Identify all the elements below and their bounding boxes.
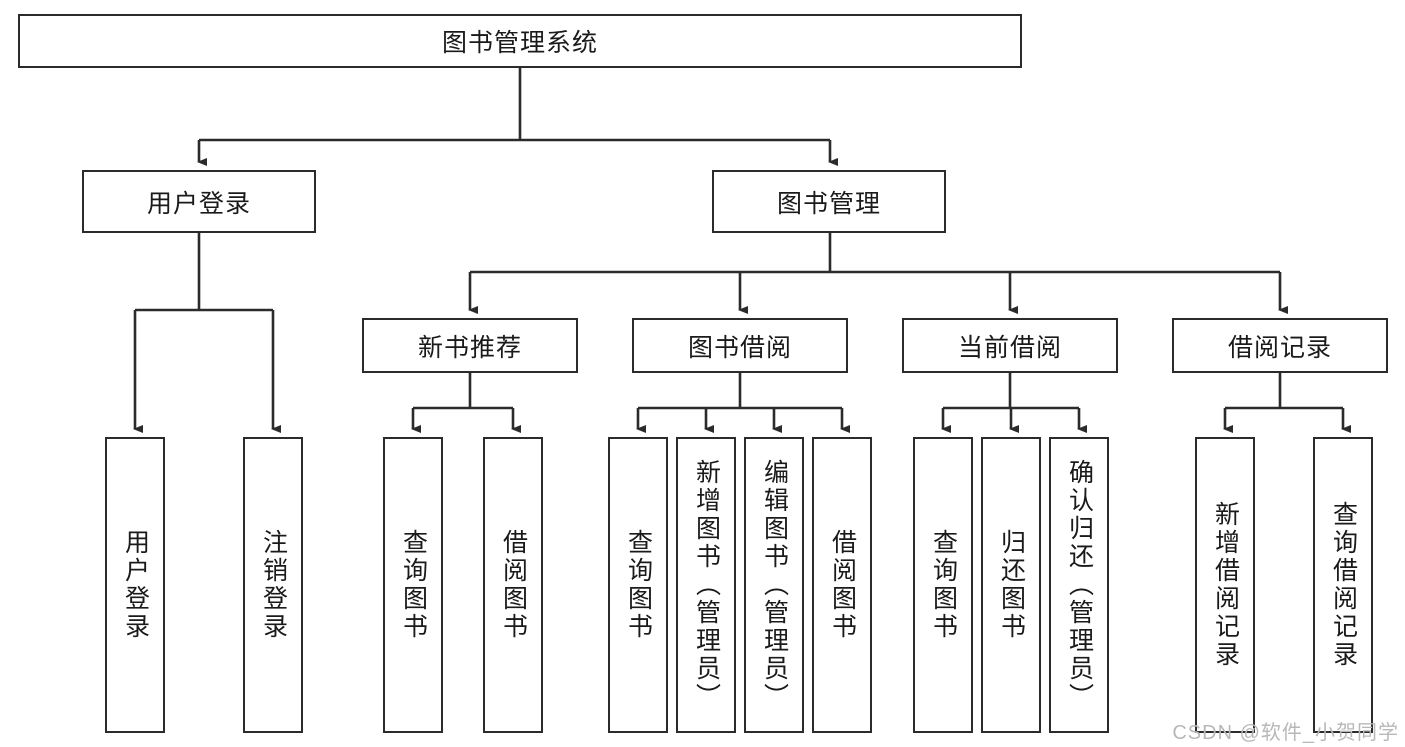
- node-leaf-query-book-3[interactable]: 查询图书: [913, 437, 973, 733]
- node-current-borrow-label: 当前借阅: [957, 333, 1062, 362]
- node-leaf-borrow-book-2[interactable]: 借阅图书: [812, 437, 872, 733]
- node-leaf-user-logout-label: 注销登录: [259, 529, 288, 641]
- node-leaf-user-logout[interactable]: 注销登录: [243, 437, 303, 733]
- node-leaf-add-book[interactable]: 新增图书（管理员）: [676, 437, 736, 733]
- node-leaf-query-record[interactable]: 查询借阅记录: [1313, 437, 1373, 733]
- node-leaf-query-book-3-label: 查询图书: [929, 529, 958, 641]
- node-leaf-query-book-1-label: 查询图书: [399, 529, 428, 641]
- node-leaf-user-login-label: 用户登录: [121, 529, 150, 641]
- node-leaf-query-book-1[interactable]: 查询图书: [383, 437, 443, 733]
- node-leaf-borrow-book-1-label: 借阅图书: [499, 529, 528, 641]
- node-borrow-record-label: 借阅记录: [1227, 333, 1332, 362]
- node-leaf-borrow-book-1[interactable]: 借阅图书: [483, 437, 543, 733]
- node-leaf-query-record-label: 查询借阅记录: [1329, 501, 1358, 669]
- node-leaf-confirm-return-label: 确认归还（管理员）: [1065, 459, 1094, 711]
- node-leaf-confirm-return[interactable]: 确认归还（管理员）: [1049, 437, 1109, 733]
- node-book-borrow-label: 图书借阅: [687, 333, 792, 362]
- node-user-login-label: 用户登录: [146, 189, 251, 218]
- node-current-borrow[interactable]: 当前借阅: [902, 318, 1118, 373]
- node-leaf-add-record-label: 新增借阅记录: [1211, 501, 1240, 669]
- node-leaf-add-book-label: 新增图书（管理员）: [692, 459, 721, 711]
- node-leaf-query-book-2[interactable]: 查询图书: [608, 437, 668, 733]
- node-root[interactable]: 图书管理系统: [18, 14, 1022, 68]
- node-new-book-rec[interactable]: 新书推荐: [362, 318, 578, 373]
- node-user-login[interactable]: 用户登录: [82, 170, 316, 233]
- node-leaf-return-book-label: 归还图书: [997, 529, 1026, 641]
- node-leaf-query-book-2-label: 查询图书: [624, 529, 653, 641]
- node-new-book-rec-label: 新书推荐: [417, 333, 522, 362]
- node-book-manage[interactable]: 图书管理: [712, 170, 946, 233]
- node-leaf-user-login[interactable]: 用户登录: [105, 437, 165, 733]
- node-leaf-borrow-book-2-label: 借阅图书: [828, 529, 857, 641]
- node-book-manage-label: 图书管理: [776, 189, 881, 218]
- node-book-borrow[interactable]: 图书借阅: [632, 318, 848, 373]
- node-leaf-edit-book[interactable]: 编辑图书（管理员）: [744, 437, 804, 733]
- node-root-label: 图书管理系统: [441, 29, 598, 57]
- node-leaf-add-record[interactable]: 新增借阅记录: [1195, 437, 1255, 733]
- node-leaf-edit-book-label: 编辑图书（管理员）: [760, 459, 789, 711]
- node-leaf-return-book[interactable]: 归还图书: [981, 437, 1041, 733]
- node-borrow-record[interactable]: 借阅记录: [1172, 318, 1388, 373]
